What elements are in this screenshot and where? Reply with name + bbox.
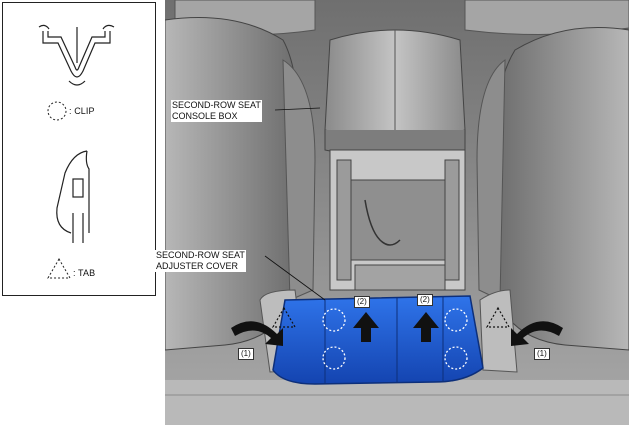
step-1-label-left: (1)	[238, 348, 254, 360]
clip-marker	[444, 346, 468, 370]
tab-illustration	[56, 150, 90, 243]
tab-marker	[271, 306, 297, 328]
adjuster-cover-label: SECOND-ROW SEAT ADJUSTER COVER	[155, 250, 246, 272]
tab-symbol-icon	[47, 258, 71, 279]
clip-marker	[322, 308, 346, 332]
legend-panel: : CLIP : TAB	[2, 2, 156, 296]
tab-legend-label: : TAB	[73, 268, 96, 278]
clip-legend-label: : CLIP	[69, 106, 95, 116]
interior-drawing	[165, 0, 629, 425]
clip-marker	[322, 346, 346, 370]
clip-symbol-icon	[47, 101, 67, 121]
vehicle-interior-illustration: SECOND-ROW SEAT CONSOLE BOX SECOND-ROW S…	[155, 0, 629, 425]
right-seat-base	[479, 289, 518, 373]
clip-marker	[444, 308, 468, 332]
legend-illustrations	[38, 24, 115, 279]
step-2-label-right: (2)	[417, 294, 433, 306]
tab-marker	[485, 306, 511, 328]
rotate-arrow-icon	[511, 321, 563, 346]
console-box-label: SECOND-ROW SEAT CONSOLE BOX	[171, 100, 262, 122]
step-1-label-right: (1)	[534, 348, 550, 360]
clip-illustration	[38, 24, 115, 86]
adjuster-cover	[272, 295, 484, 385]
rotate-arrow-icon	[231, 321, 283, 346]
lift-arrow-icon	[413, 312, 439, 342]
right-seat	[493, 27, 629, 351]
step-2-label-left: (2)	[354, 296, 370, 308]
floor	[165, 380, 629, 425]
lift-arrow-icon	[353, 312, 379, 342]
